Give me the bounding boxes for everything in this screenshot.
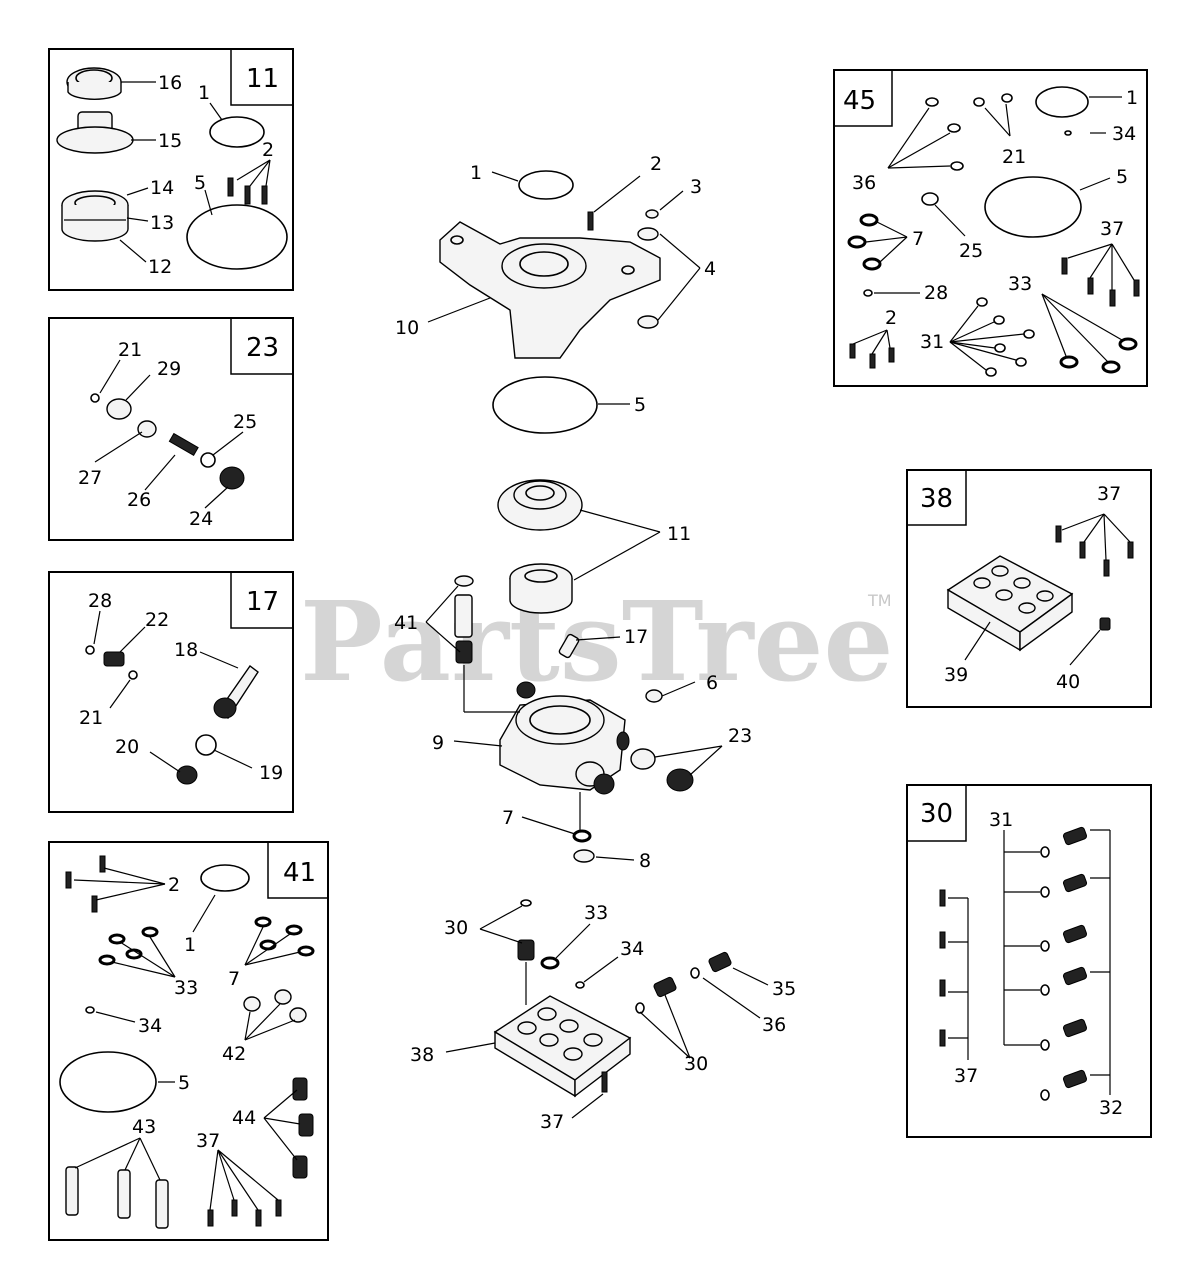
callout-28: 28 <box>924 282 948 304</box>
callout-12: 12 <box>148 256 172 278</box>
callout-3: 3 <box>690 176 702 198</box>
callout-7: 7 <box>912 228 924 250</box>
kit-45-tag: 45 <box>843 86 876 116</box>
kit-23-tag: 23 <box>246 333 279 363</box>
callout-16: 16 <box>158 72 182 94</box>
watermark-text: PartsTree <box>300 577 894 706</box>
kit-30-tag: 30 <box>920 799 953 829</box>
callout-38: 38 <box>410 1044 434 1066</box>
callout-29: 29 <box>157 358 181 380</box>
main-exploded-view: 1 2 3 4 10 5 11 41 17 6 9 23 7 8 30 33 3… <box>394 153 796 1133</box>
kit-38-box: 38 37 39 40 <box>906 469 1152 708</box>
kit-41-box: 41 2 1 33 7 34 42 5 43 44 37 <box>48 841 329 1241</box>
callout-2: 2 <box>885 307 897 329</box>
callout-8: 8 <box>639 850 651 872</box>
callout-31: 31 <box>989 809 1013 831</box>
callout-39: 39 <box>944 664 968 686</box>
callout-7: 7 <box>228 968 240 990</box>
callout-34: 34 <box>138 1015 162 1037</box>
callout-33: 33 <box>174 977 198 999</box>
callout-13: 13 <box>150 212 174 234</box>
callout-5: 5 <box>1116 166 1128 188</box>
callout-21: 21 <box>1002 146 1026 168</box>
callout-25: 25 <box>233 411 257 433</box>
callout-1: 1 <box>198 82 210 104</box>
kit-30-box: 30 31 37 32 <box>906 784 1152 1138</box>
callout-33: 33 <box>584 902 608 924</box>
callout-2: 2 <box>168 874 180 896</box>
kit-41-tag: 41 <box>283 858 316 888</box>
callout-34: 34 <box>620 938 644 960</box>
callout-1: 1 <box>470 162 482 184</box>
callout-31: 31 <box>920 331 944 353</box>
callout-5: 5 <box>178 1072 190 1094</box>
callout-37: 37 <box>1100 218 1124 240</box>
callout-20: 20 <box>115 736 139 758</box>
callout-40: 40 <box>1056 671 1080 693</box>
callout-24: 24 <box>189 508 213 530</box>
callout-14: 14 <box>150 177 174 199</box>
callout-32: 32 <box>1099 1097 1123 1119</box>
callout-23: 23 <box>728 725 752 747</box>
kit-45-box: 45 1 34 21 36 5 7 25 37 28 33 2 <box>833 69 1148 387</box>
kit-38-tag: 38 <box>920 484 953 514</box>
callout-28: 28 <box>88 590 112 612</box>
callout-37: 37 <box>540 1111 564 1133</box>
callout-1: 1 <box>184 934 196 956</box>
callout-30: 30 <box>684 1053 708 1075</box>
callout-27: 27 <box>78 467 102 489</box>
callout-18: 18 <box>174 639 198 661</box>
callout-42: 42 <box>222 1043 246 1065</box>
callout-26: 26 <box>127 489 151 511</box>
callout-5: 5 <box>194 172 206 194</box>
callout-22: 22 <box>145 609 169 631</box>
callout-1: 1 <box>1126 87 1138 109</box>
kit-11-box: 11 16 15 14 13 12 1 2 5 <box>48 48 294 291</box>
callout-36: 36 <box>762 1014 786 1036</box>
callout-19: 19 <box>259 762 283 784</box>
kit-23-box: 23 21 29 25 27 26 24 <box>48 317 294 541</box>
callout-36: 36 <box>852 172 876 194</box>
callout-9: 9 <box>432 732 444 754</box>
watermark-trademark: TM <box>867 591 892 610</box>
callout-35: 35 <box>772 978 796 1000</box>
callout-43: 43 <box>132 1116 156 1138</box>
callout-21: 21 <box>79 707 103 729</box>
callout-25: 25 <box>959 240 983 262</box>
kit-17-tag: 17 <box>246 587 279 617</box>
callout-4: 4 <box>704 258 716 280</box>
callout-34: 34 <box>1112 123 1136 145</box>
callout-17: 17 <box>624 626 648 648</box>
callout-37: 37 <box>1097 483 1121 505</box>
callout-11: 11 <box>667 523 691 545</box>
callout-2: 2 <box>650 153 662 175</box>
callout-6: 6 <box>706 672 718 694</box>
callout-37: 37 <box>954 1065 978 1087</box>
callout-2: 2 <box>262 139 274 161</box>
callout-7: 7 <box>502 807 514 829</box>
callout-41: 41 <box>394 612 418 634</box>
callout-33: 33 <box>1008 273 1032 295</box>
callout-21: 21 <box>118 339 142 361</box>
callout-44: 44 <box>232 1107 256 1129</box>
kit-17-box: 17 28 22 18 21 20 19 <box>48 571 294 813</box>
callout-5: 5 <box>634 394 646 416</box>
callout-15: 15 <box>158 130 182 152</box>
callout-30: 30 <box>444 917 468 939</box>
callout-37: 37 <box>196 1130 220 1152</box>
callout-10: 10 <box>395 317 419 339</box>
kit-11-tag: 11 <box>246 64 279 94</box>
